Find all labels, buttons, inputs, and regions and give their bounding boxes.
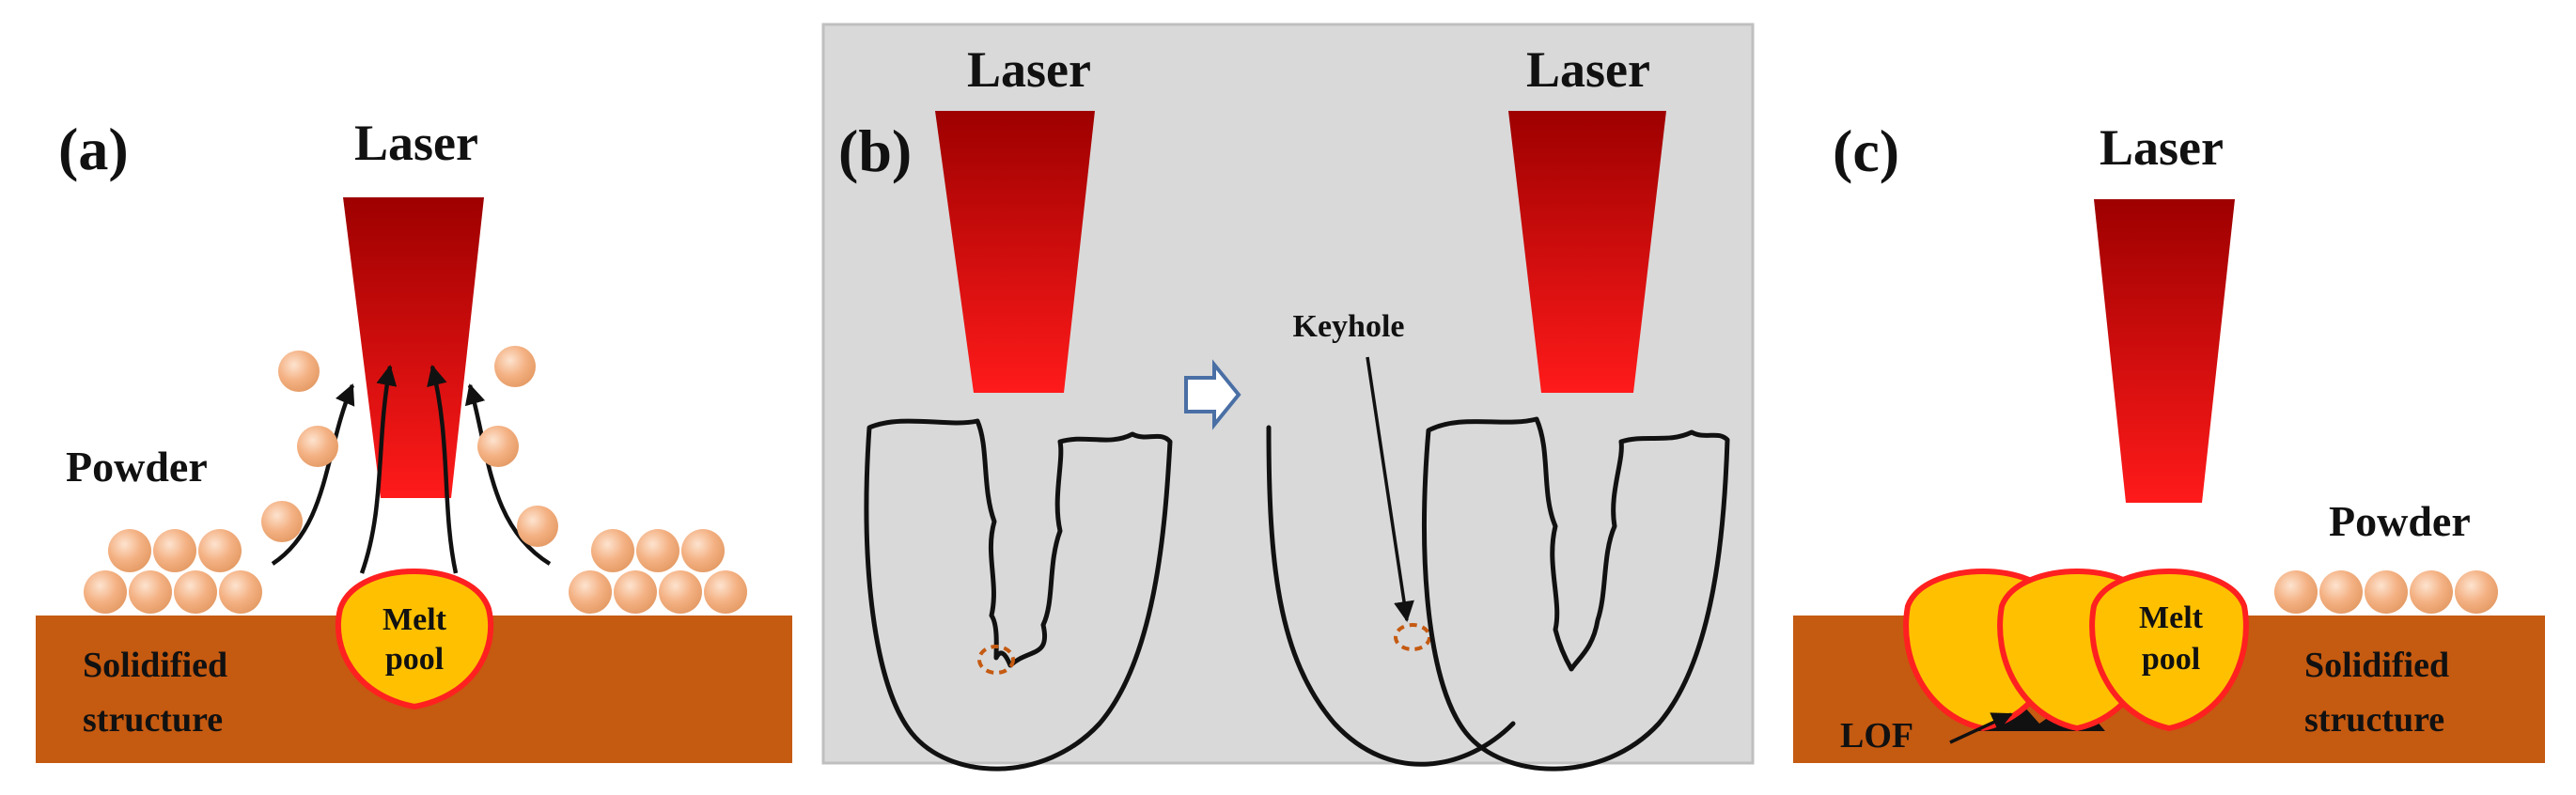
plume-arrow [427, 365, 459, 574]
powder-particle [219, 570, 262, 614]
powder-particle [84, 570, 127, 614]
powder-particle [2455, 570, 2498, 614]
panel-a-laser-label: Laser [354, 115, 478, 171]
panel-a-tag: (a) [58, 116, 129, 182]
panel-c-tag: (c) [1833, 117, 1899, 184]
powder-particle [569, 570, 612, 614]
powder-particle [2274, 570, 2318, 614]
powder-particle [2319, 570, 2363, 614]
panel-a-powder-label: Powder [66, 443, 208, 491]
panel-b-keyhole-arrow [1366, 356, 1414, 622]
panel-b-laser-beam-right [1508, 111, 1666, 393]
panel-b-tag: (b) [838, 117, 912, 184]
panel-a-melt-pool-line1: Melt [382, 602, 447, 637]
panel-c-melt-pool [2089, 568, 2249, 732]
powder-particle [614, 570, 657, 614]
panel-c-laser-beam [2094, 199, 2235, 503]
panel-b-laser-left-label: Laser [967, 41, 1091, 98]
panel-c: (c) Laser Melt pool Powder Solidified st… [1793, 117, 2545, 763]
panel-b-pore-left [977, 645, 1015, 675]
powder-particle [517, 506, 558, 547]
powder-particle [174, 570, 217, 614]
panel-b-pore-right [1394, 623, 1431, 651]
powder-particle [2365, 570, 2408, 614]
panel-c-laser-label: Laser [2100, 119, 2224, 176]
panel-b-keyhole-label: Keyhole [1293, 309, 1405, 344]
panel-b-laser-right-label: Laser [1526, 41, 1650, 98]
panel-a-powder-bed-left [84, 529, 262, 614]
powder-particle [129, 570, 172, 614]
panel-c-lof-arrow [1949, 712, 2013, 744]
powder-particle [681, 529, 725, 572]
panel-c-melt-pool-line2: pool [2142, 642, 2200, 677]
panel-b-melt-track-left [864, 418, 1173, 772]
panel-c-lof-label: LOF [1840, 716, 1913, 756]
powder-particle [477, 426, 519, 467]
panel-b-laser-beam-left [935, 111, 1095, 393]
plume-arrow [359, 365, 398, 574]
panel-b: (b) Laser Laser Keyhole [821, 23, 1755, 772]
powder-particle [704, 570, 747, 614]
panel-c-substrate-line1: Solidified [2304, 646, 2449, 685]
powder-particle [153, 529, 196, 572]
panel-a-substrate-line2: structure [83, 700, 223, 740]
plume-arrow [271, 383, 355, 566]
powder-particle [108, 529, 151, 572]
panel-a-substrate-line1: Solidified [83, 646, 227, 685]
panel-a-flying-powder [261, 346, 558, 547]
powder-particle [297, 426, 338, 467]
panel-c-melt-pool-line1: Melt [2139, 600, 2204, 635]
panel-a-melt-pool-line2: pool [385, 642, 444, 677]
panel-c-substrate-line2: structure [2304, 700, 2444, 740]
powder-particle [278, 351, 320, 392]
panel-b-progress-arrow-icon [1184, 359, 1241, 430]
panel-a-melt-pool [335, 568, 494, 710]
powder-particle [261, 501, 303, 542]
powder-particle [198, 529, 242, 572]
panel-c-powder-label: Powder [2329, 497, 2471, 545]
panel-a-plume-arrows [271, 365, 552, 574]
powder-particle [591, 529, 634, 572]
powder-particle [636, 529, 679, 572]
plume-arrow [464, 383, 552, 566]
powder-particle [659, 570, 702, 614]
panel-b-previous-track [1266, 425, 1516, 767]
panel-c-powder-bed [2274, 570, 2498, 614]
powder-particle [2410, 570, 2453, 614]
panel-b-melt-track-right [1422, 416, 1730, 772]
panel-a-laser-beam [343, 197, 484, 498]
powder-particle [494, 346, 536, 387]
panel-a-powder-bed-right [569, 529, 747, 614]
panel-a: (a) Laser [36, 115, 792, 763]
